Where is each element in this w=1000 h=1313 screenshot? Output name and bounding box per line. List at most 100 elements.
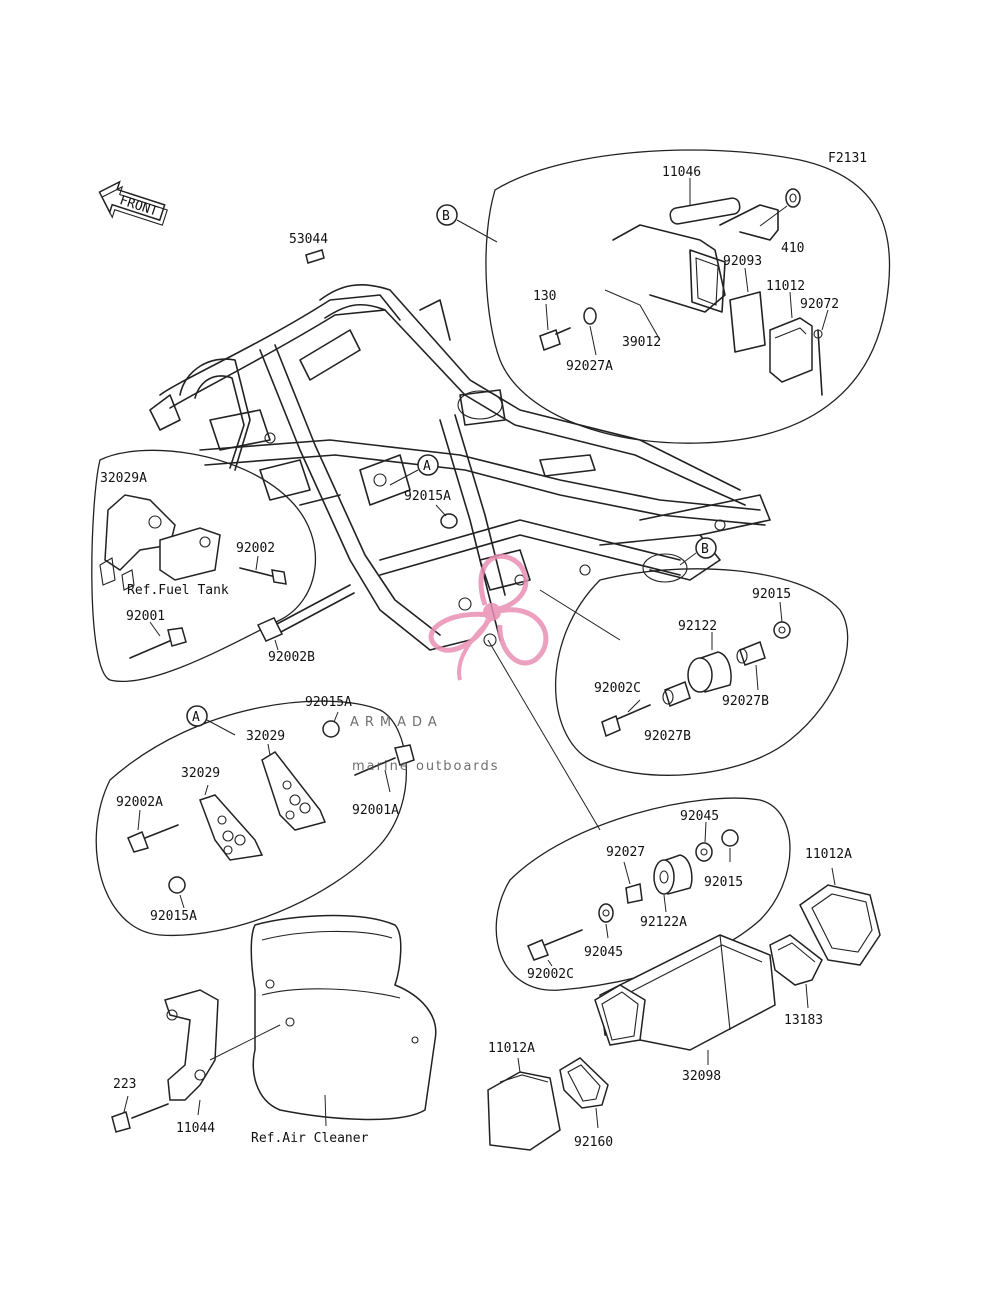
leader-to-upper-mount	[539, 589, 621, 641]
label-32029-left: 32029	[181, 766, 220, 781]
label-92002c-top: 92002C	[594, 681, 641, 696]
callout-b-top-label: B	[442, 209, 450, 224]
callout-a-group: A	[186, 705, 236, 736]
label-92122a: 92122A	[640, 915, 687, 930]
part-92027-collar	[623, 861, 643, 904]
part-32029-plate-right	[261, 743, 327, 831]
label-11012: 11012	[766, 279, 805, 294]
label-92002: 92002	[236, 541, 275, 556]
part-11012a-bottom	[487, 1057, 561, 1151]
part-92160-ring	[559, 1057, 609, 1129]
part-92093-pad	[729, 267, 766, 353]
label-92002a: 92002A	[116, 795, 163, 810]
front-arrow-icon: FRONT	[98, 180, 168, 226]
callout-a-group-label: A	[192, 710, 200, 725]
part-92122-rubber	[687, 632, 732, 693]
part-92002c-bolt-bottom	[527, 929, 583, 967]
part-410-washer	[759, 188, 801, 227]
group-mount-oval	[554, 568, 849, 776]
callout-a-frame-label: A	[423, 459, 431, 474]
part-92001a-bolt	[354, 744, 415, 793]
group-lower-mount-oval	[495, 797, 791, 991]
part-92015a-frame-nut	[435, 504, 458, 529]
label-92001a: 92001A	[352, 803, 399, 818]
label-92002c-bottom: 92002C	[527, 967, 574, 982]
label-92015a-frame: 92015A	[404, 489, 451, 504]
part-92002c-bolt-top	[601, 699, 651, 738]
part-92045-washer-top	[695, 821, 713, 862]
part-92122a-rubber	[653, 854, 693, 913]
flower-logo-icon	[428, 553, 549, 681]
label-32029a: 32029A	[100, 471, 147, 486]
label-92072: 92072	[800, 297, 839, 312]
part-223-bolt	[111, 1095, 169, 1133]
label-92027: 92027	[606, 845, 645, 860]
label-410: 410	[781, 241, 804, 256]
part-92015a-nut-bottom	[168, 876, 186, 909]
label-92027b-bottom: 92027B	[644, 729, 691, 744]
label-92027b-top: 92027B	[722, 694, 769, 709]
label-92122: 92122	[678, 619, 717, 634]
part-92002-bolt	[239, 555, 287, 585]
label-ref-air-cleaner: Ref.Air Cleaner	[251, 1131, 369, 1146]
callout-a-frame: A	[389, 454, 439, 486]
label-92015: 92015	[752, 587, 791, 602]
main-frame	[149, 284, 771, 651]
part-32098-duct	[594, 934, 776, 1065]
label-11012a-bottom: 11012A	[488, 1041, 535, 1056]
label-11012a-top: 11012A	[805, 847, 852, 862]
label-ref-fuel-tank: Ref.Fuel Tank	[127, 583, 229, 598]
label-92093: 92093	[723, 254, 762, 269]
label-223: 223	[113, 1077, 136, 1092]
part-92027b-collar-left	[662, 681, 691, 707]
part-53044	[305, 249, 325, 264]
label-130: 130	[533, 289, 556, 304]
part-39012-case	[604, 224, 726, 341]
label-39012: 39012	[622, 335, 661, 350]
fuel-tank-mount	[159, 527, 221, 581]
part-11012-cover	[769, 291, 813, 383]
part-92015-nut	[773, 601, 791, 639]
label-92015a-bottom: 92015A	[150, 909, 197, 924]
leader-to-mount-group	[487, 639, 601, 831]
part-11044-bracket	[164, 989, 281, 1116]
group-b-oval	[485, 149, 891, 444]
label-11044: 11044	[176, 1121, 215, 1136]
part-11046	[669, 178, 779, 241]
label-11046: 11046	[662, 165, 701, 180]
part-92027a-washer	[583, 307, 597, 356]
group-fuel-tank-oval	[91, 449, 317, 682]
label-92015-lower: 92015	[704, 875, 743, 890]
part-32029-plate-left	[199, 784, 264, 861]
label-32098: 32098	[682, 1069, 721, 1084]
part-92002b-bolt	[256, 584, 355, 651]
figure-code: F2131	[828, 151, 867, 166]
label-32029-right: 32029	[246, 729, 285, 744]
callout-b-frame: B	[642, 537, 717, 583]
watermark-tagline: marine outboards	[352, 759, 500, 774]
label-13183: 13183	[784, 1013, 823, 1028]
label-92015a-top: 92015A	[305, 695, 352, 710]
callout-b-frame-label: B	[701, 542, 709, 557]
part-92045-washer-bottom	[598, 903, 614, 939]
label-92001: 92001	[126, 609, 165, 624]
part-92015a-nut-top	[322, 711, 340, 738]
label-92045-bottom: 92045	[584, 945, 623, 960]
ref-air-cleaner	[250, 914, 437, 1127]
part-92015-nut-lower	[721, 829, 739, 862]
group-a-oval	[95, 700, 407, 937]
label-92027a: 92027A	[566, 359, 613, 374]
callout-b-top: B	[436, 204, 498, 243]
label-92160: 92160	[574, 1135, 613, 1150]
label-53044: 53044	[289, 232, 328, 247]
part-11012a-top	[799, 867, 881, 966]
armada-logo-watermark: ARMADA marine outboards	[350, 553, 549, 774]
frame-detail-b-marker	[457, 390, 503, 420]
part-92072-strap	[813, 309, 829, 396]
part-13183-gasket	[769, 934, 823, 1009]
part-92027b-collar-top	[736, 641, 766, 691]
part-130-bolt	[539, 303, 571, 351]
watermark-brand: ARMADA	[350, 715, 443, 730]
